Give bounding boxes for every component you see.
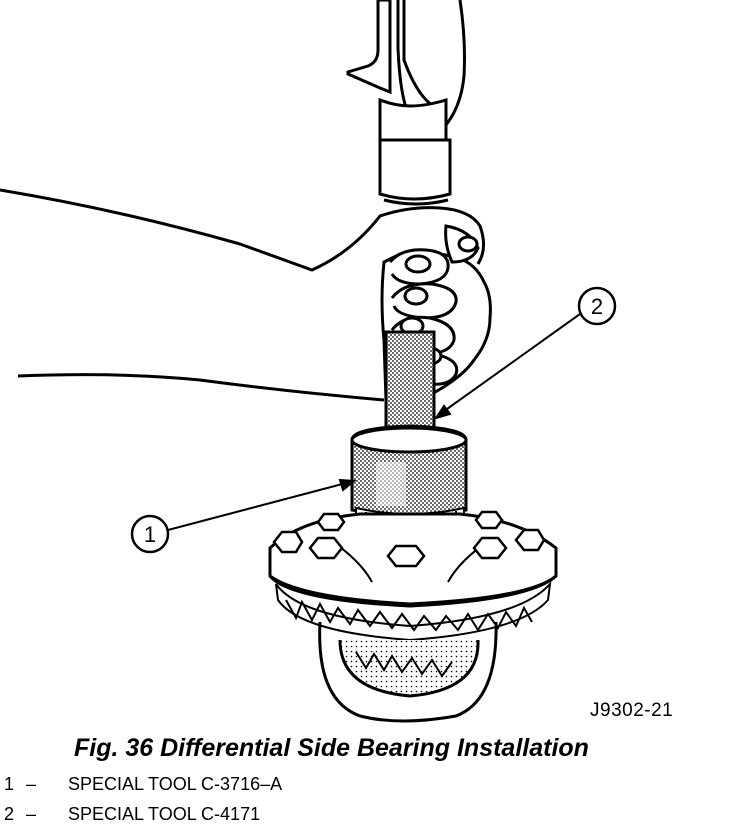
callout-1: 1 <box>130 514 170 554</box>
legend-item-dash: – <box>26 804 37 824</box>
tool-c4171-handle <box>384 330 436 442</box>
legend-item-number: 2 <box>4 804 15 824</box>
callout-1-label: 1 <box>144 522 156 547</box>
legend-item-text: SPECIAL TOOL C-3716–A <box>68 774 283 794</box>
installation-illustration: 1 2 <box>0 0 617 723</box>
hammer-head <box>346 0 466 142</box>
legend-item-number: 1 <box>4 774 15 794</box>
arm-upper <box>0 188 485 272</box>
legend-item: 2– SPECIAL TOOL C-4171 <box>4 804 260 825</box>
callout-2: 2 <box>577 286 617 326</box>
figure-caption: Fig. 36 Differential Side Bearing Instal… <box>74 734 589 762</box>
legend-item-dash: – <box>26 774 37 794</box>
figure-id: J9302-21 <box>590 700 674 721</box>
callout-2-label: 2 <box>591 294 603 319</box>
differential-lower-case <box>318 621 498 723</box>
ring-gear-bolts <box>272 510 546 568</box>
legend-item: 1– SPECIAL TOOL C-3716–A <box>4 774 282 795</box>
arm-lower <box>17 373 385 402</box>
hammer-collar <box>378 138 452 206</box>
tool-c3716a-installer <box>350 424 468 517</box>
legend-item-text: SPECIAL TOOL C-4171 <box>68 804 261 824</box>
callout-leaders <box>167 313 581 531</box>
